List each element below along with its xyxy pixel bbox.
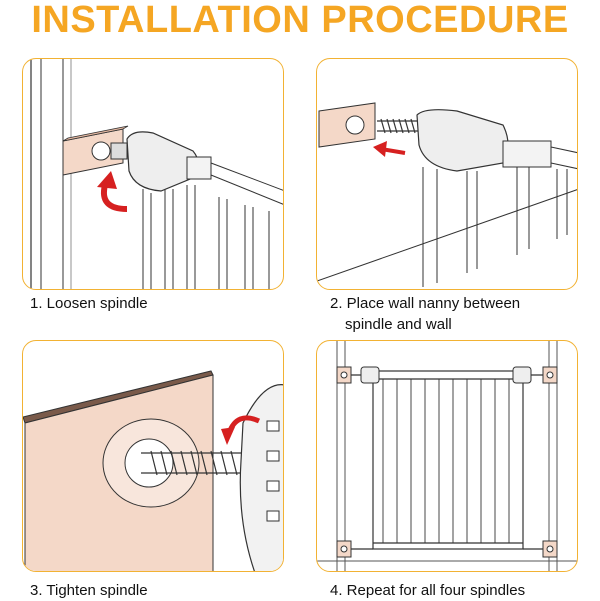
wall-nanny-bottom-left [336, 540, 352, 558]
step-4-caption: 4. Repeat for all four spindles [330, 582, 526, 599]
step-2-caption: 2. Place wall nanny between spindle and … [330, 293, 520, 335]
wall-nanny-top-left [336, 366, 352, 384]
step-3-caption: 3. Tighten spindle [30, 582, 148, 599]
page-title: INSTALLATION PROCEDURE [31, 0, 569, 41]
push-arrow-icon [373, 141, 406, 157]
step-2-caption-line-1: 2. Place wall nanny between [330, 295, 521, 312]
step-1-illustration [22, 58, 284, 290]
step-1-caption: 1. Loosen spindle [30, 295, 148, 312]
step-4-illustration [316, 340, 578, 572]
wall-nanny-pad [23, 370, 214, 571]
wall-nanny-pad [318, 102, 376, 148]
wall-nanny-pad [62, 125, 129, 176]
loosen-arrow-icon [97, 171, 128, 212]
wall-nanny-bottom-right [542, 540, 558, 558]
step-3-illustration [22, 340, 284, 572]
step-2-illustration [316, 58, 578, 290]
step-2-caption-line-2: spindle and wall [345, 316, 452, 333]
tighten-arrow-icon [221, 415, 261, 445]
wall-nanny-top-right [542, 366, 558, 384]
